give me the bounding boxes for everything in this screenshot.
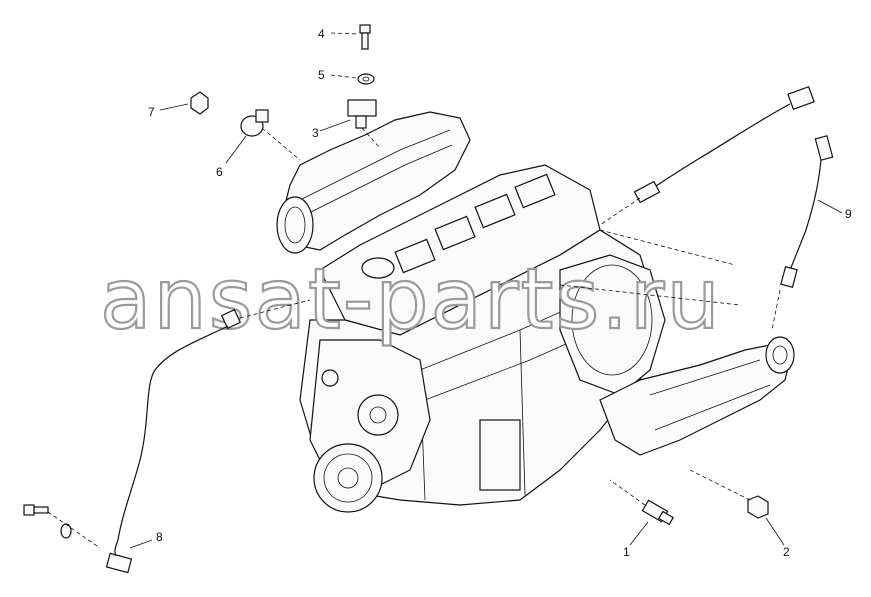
ignition-coils (394, 173, 556, 274)
callout-9: 9 (845, 207, 852, 221)
exhaust-flange (765, 336, 795, 374)
callout-6: 6 (216, 165, 223, 179)
part-2-oil-pressure-switch (689, 469, 785, 546)
callout-1: 1 (623, 545, 630, 559)
callout-7: 7 (148, 105, 155, 119)
part-3-map-sensor (319, 99, 381, 149)
throttle-body (276, 196, 314, 254)
callout-4: 4 (318, 27, 325, 41)
callout-5: 5 (318, 68, 325, 82)
catalytic-converter (599, 344, 791, 456)
engine-assembly (276, 111, 795, 513)
callout-3: 3 (312, 126, 319, 140)
leader-dash-2 (599, 229, 736, 266)
part-8-crank-sensor (105, 299, 311, 574)
part-6-knock-sensor (225, 109, 301, 164)
callout-2: 2 (783, 545, 790, 559)
block-panel (479, 419, 521, 491)
idler-pulley (357, 394, 399, 436)
part-4-bolt (330, 24, 371, 50)
part-7-nut (159, 91, 209, 115)
oil-filler-cap (361, 257, 395, 279)
watermark-text: ansat-parts.ru (100, 250, 722, 348)
callout-8: 8 (156, 530, 163, 544)
part-9-oxygen-sensor (771, 135, 843, 331)
transmission-housing (559, 254, 666, 396)
part-5-washer (330, 73, 375, 85)
part-1-temp-sensor (609, 479, 675, 546)
leader-dash-1 (559, 284, 741, 306)
part-8-bolt-washer (23, 504, 101, 549)
tensioner (321, 369, 339, 387)
upstream-oxygen-sensor (599, 85, 815, 226)
intake-manifold (279, 111, 471, 251)
